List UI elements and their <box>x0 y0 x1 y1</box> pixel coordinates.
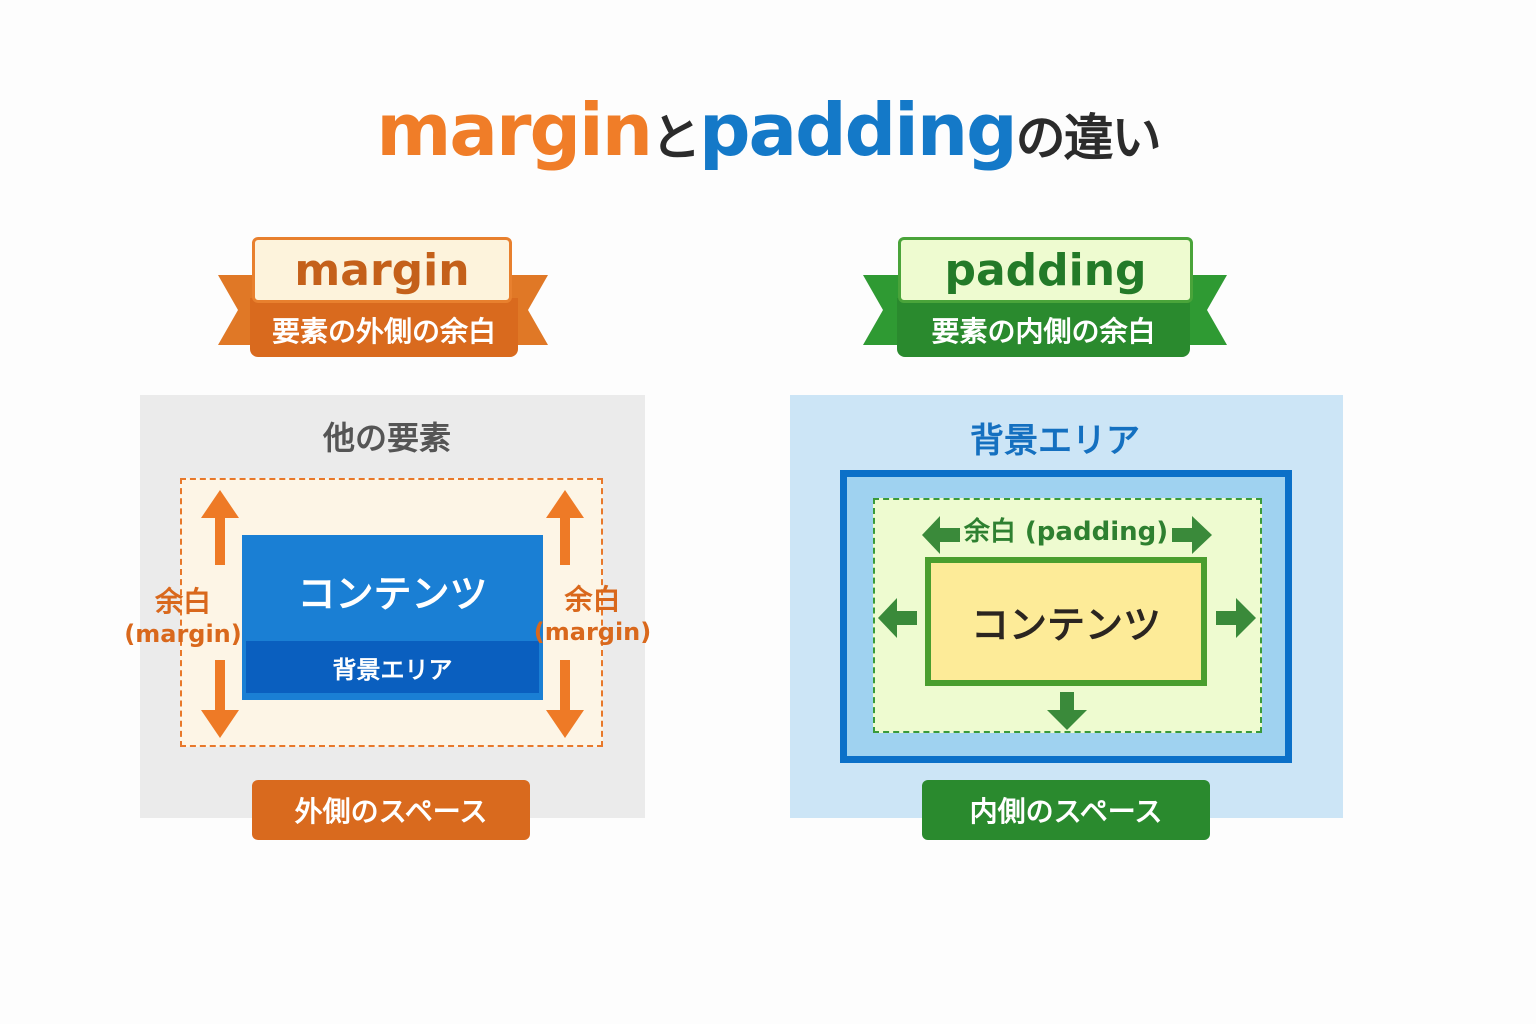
padding-arrows <box>878 516 1256 730</box>
other-element-label: 他の要素 <box>322 419 451 457</box>
arrow-down-icon <box>201 660 239 738</box>
margin-badge: margin <box>252 237 512 303</box>
padding-subtitle: 要素の内側の余白 <box>897 298 1190 357</box>
content-box: コンテンツ 背景エリア <box>242 535 543 700</box>
padding-label: 余白 (padding) <box>963 517 1169 547</box>
arrow-right-icon <box>1216 598 1256 638</box>
margin-label-left: 余白(margin) <box>118 580 248 648</box>
arrow-left-icon <box>922 516 960 554</box>
margin-label-text: 余白 <box>154 585 211 618</box>
arrow-right-icon <box>1172 516 1212 554</box>
padding-badge: padding <box>898 237 1193 303</box>
title-suffix: の違い <box>1015 109 1162 167</box>
margin-label-sub: (margin) <box>533 618 652 646</box>
margin-label-right: 余白(margin) <box>530 578 655 646</box>
margin-arrows <box>201 490 584 738</box>
page-title: marginとpaddingの違い <box>0 88 1536 172</box>
title-padding: padding <box>698 88 1018 172</box>
arrow-up-icon <box>201 490 239 565</box>
margin-label-sub: (margin) <box>124 620 242 648</box>
arrow-down-icon <box>1047 692 1087 730</box>
arrow-left-icon <box>878 598 917 638</box>
arrow-up-icon <box>546 490 584 565</box>
margin-subtitle: 要素の外側の余白 <box>250 298 518 357</box>
padding-content-box: コンテンツ <box>925 557 1207 686</box>
arrow-down-icon <box>546 660 584 738</box>
margin-label-text: 余白 <box>564 583 621 616</box>
inner-space-button: 内側のスペース <box>922 780 1210 840</box>
content-label: コンテンツ <box>297 571 488 616</box>
title-margin: margin <box>376 88 653 172</box>
title-to: と <box>650 109 701 167</box>
background-area-title: 背景エリア <box>970 421 1140 461</box>
background-area-label: 背景エリア <box>246 641 539 693</box>
outer-space-button: 外側のスペース <box>252 780 530 840</box>
